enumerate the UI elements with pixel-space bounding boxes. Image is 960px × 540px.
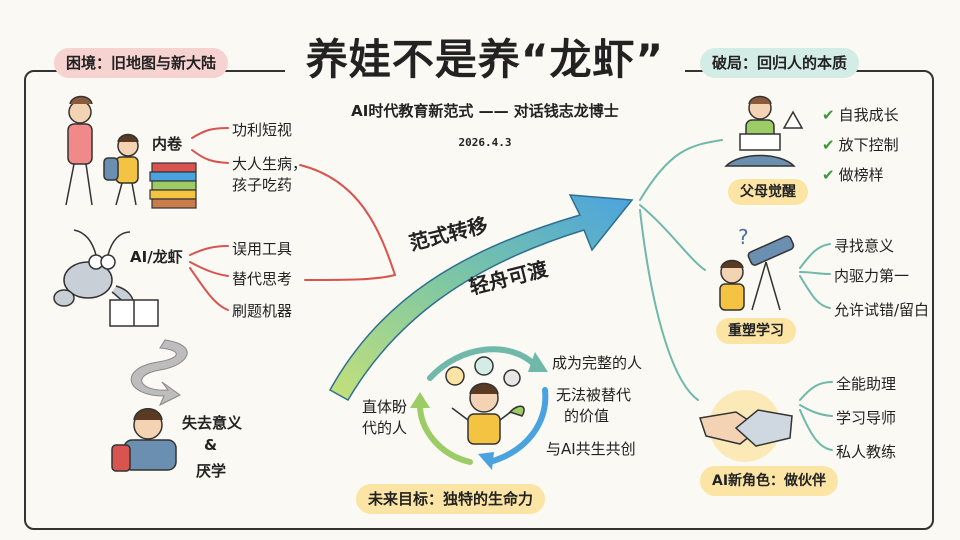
- result-line-2: &: [204, 436, 218, 454]
- branch-ai-r2: [799, 404, 833, 417]
- branch-learn-2: [799, 271, 831, 275]
- branch-to-center-1: [299, 164, 396, 276]
- leaf-icon: [508, 405, 525, 417]
- decline-arrow: [130, 339, 188, 407]
- branch-neijuan-2: [191, 149, 229, 164]
- branch-right-parent: [639, 139, 723, 201]
- cycle-head-3: [410, 392, 430, 408]
- check-icon: ✔: [822, 136, 835, 154]
- branch-right-ai: [639, 209, 699, 401]
- svg-text:?: ?: [738, 225, 749, 249]
- neijuan-item-1: 功利短视: [232, 121, 293, 139]
- cycle-right-line-1: 成为完整的人: [552, 354, 643, 372]
- branch-neijuan-1: [191, 127, 229, 139]
- learning-label: 重塑学习: [716, 318, 796, 344]
- center-child-illustration: [445, 356, 525, 445]
- cycle-head-1: [528, 352, 548, 372]
- sailboat-icon: [782, 110, 804, 129]
- check-icon: ✔: [822, 106, 835, 124]
- ai-lobster-label: AI/龙虾: [130, 248, 183, 266]
- paradigm-arrow: [328, 194, 634, 402]
- ai-role-item-2: 学习导师: [836, 409, 897, 427]
- ai-lobster-item-1: 误用工具: [232, 240, 293, 258]
- result-line-3: 厌学: [196, 462, 227, 480]
- mother-child-illustration: [65, 95, 139, 206]
- parents-item-3: ✔做榜样: [822, 166, 884, 184]
- neijuan-item-3: 孩子吃药: [232, 176, 293, 194]
- parents-item-1: ✔自我成长: [822, 106, 899, 124]
- learning-item-2: 内驱力第一: [834, 267, 910, 285]
- branch-ai-3: [189, 267, 229, 311]
- cycle-left-line-1: 直体盼: [362, 398, 408, 416]
- lobster-illustration: [53, 229, 159, 327]
- right-heading: 破局：回归人的本质: [700, 48, 860, 78]
- ai-role-item-1: 全能助理: [836, 375, 897, 393]
- learning-item-1: 寻找意义: [834, 237, 895, 255]
- branch-ai-r3: [799, 409, 833, 451]
- page-date: 2026.4.3: [458, 136, 512, 149]
- branch-to-center-2: [304, 274, 396, 281]
- branch-learn-1: [799, 243, 831, 269]
- ai-lobster-item-3: 刷题机器: [232, 302, 293, 320]
- parents-label: 父母觉醒: [728, 179, 808, 205]
- cycle-arrow-right: [487, 387, 549, 465]
- page-title: 养娃不是养“龙虾”: [285, 26, 685, 87]
- branch-learn-3: [799, 275, 831, 309]
- result-line-1: 失去意义: [182, 414, 243, 432]
- gear-icon: [503, 369, 521, 387]
- branch-right-learn: [639, 204, 706, 271]
- ai-lobster-item-2: 替代思考: [232, 270, 293, 288]
- handshake-icon: [699, 390, 793, 462]
- cycle-arrow-top: [427, 346, 538, 381]
- learning-item-3: 允许试错/留白: [834, 301, 930, 319]
- neijuan-item-2: 大人生病，: [232, 155, 308, 173]
- chat-bubble-icon: [474, 356, 494, 376]
- left-heading: 困境：旧地图与新大陆: [54, 48, 229, 78]
- cycle-arrow-bottom: [417, 402, 473, 465]
- cycle-right-line-3: 的价值: [564, 407, 610, 425]
- cycle-left-line-2: 代的人: [362, 419, 408, 437]
- reading-parent-illustration: [724, 95, 804, 167]
- future-goal-badge: 未来目标：独特的生命力: [356, 484, 546, 514]
- branch-ai-2: [189, 261, 229, 277]
- branch-ai-r1: [799, 381, 833, 401]
- palette-icon: [445, 366, 465, 386]
- sad-child-illustration: [111, 408, 177, 472]
- branch-ai-1: [189, 245, 229, 256]
- neijuan-label: 内卷: [152, 135, 183, 153]
- page-subtitle: AI时代教育新范式 —— 对话钱志龙博士: [351, 102, 619, 120]
- telescope-child-illustration: ?: [719, 225, 795, 311]
- cycle-right-line-2: 无法被替代: [556, 386, 632, 404]
- ai-role-item-3: 私人教练: [836, 443, 897, 461]
- book-stack-icon: [149, 162, 197, 209]
- parents-item-2: ✔放下控制: [822, 136, 899, 154]
- check-icon: ✔: [822, 166, 835, 184]
- cycle-right-line-4: 与AI共生共创: [546, 440, 636, 458]
- ai-role-label: AI新角色：做伙伴: [700, 466, 839, 496]
- cycle-head-2: [478, 452, 494, 470]
